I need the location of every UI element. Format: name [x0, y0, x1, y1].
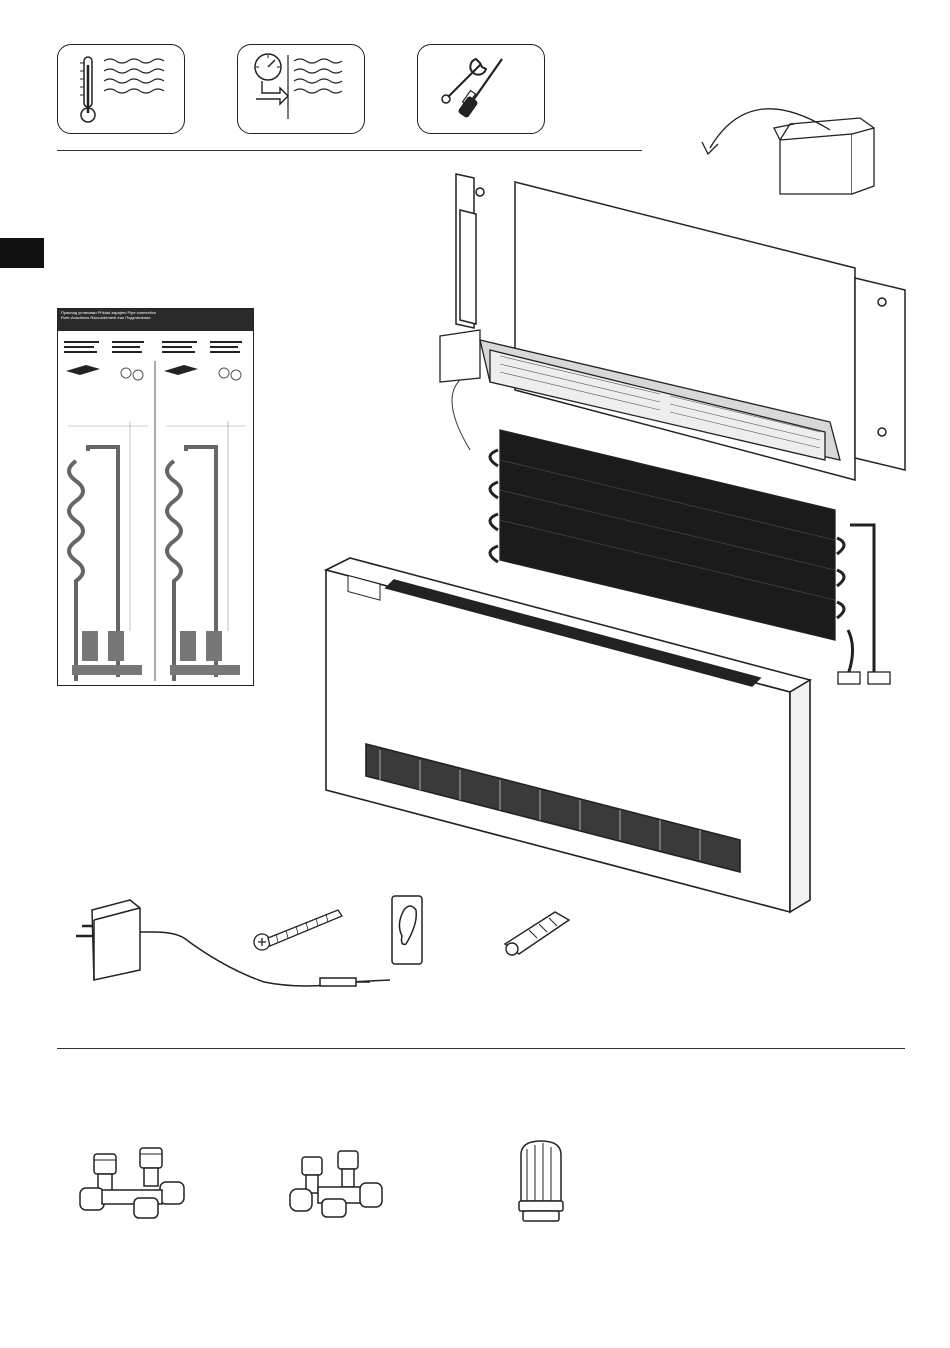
back-frame: [456, 174, 905, 480]
tools-icon-panel: [417, 44, 545, 134]
gauge-waves-icon: [238, 45, 364, 133]
installation-sheet-thumbnail: Приклад установки Příklad zapojení Pipe …: [57, 308, 254, 686]
top-divider: [57, 150, 642, 151]
language-tab-marker: [0, 238, 44, 268]
h-valve-block-angled: [284, 1145, 394, 1225]
power-adapter: [76, 900, 390, 986]
sheet-header-line-2: Rohr-Anschluss Raccordement eau Подключе…: [61, 315, 250, 320]
wood-screw: [254, 910, 342, 950]
bottom-divider: [57, 1048, 905, 1049]
thermometer-waves-icon: [58, 45, 184, 133]
thermostatic-head-icon: [505, 1135, 575, 1230]
sheet-pipe-diagram: [58, 331, 253, 685]
sheet-header: Приклад установки Příklad zapojení Pipe …: [58, 309, 253, 331]
pressure-water-icon-panel: [237, 44, 365, 134]
h-valve-block-straight: [74, 1140, 194, 1230]
wrench-screwdriver-icon: [418, 45, 544, 133]
hot-water-icon-panel: [57, 44, 185, 134]
unit-exploded-view: [320, 160, 920, 920]
wall-bracket: [392, 896, 422, 964]
accessories-row: [60, 890, 480, 1010]
wall-plug-icon: [495, 900, 585, 970]
